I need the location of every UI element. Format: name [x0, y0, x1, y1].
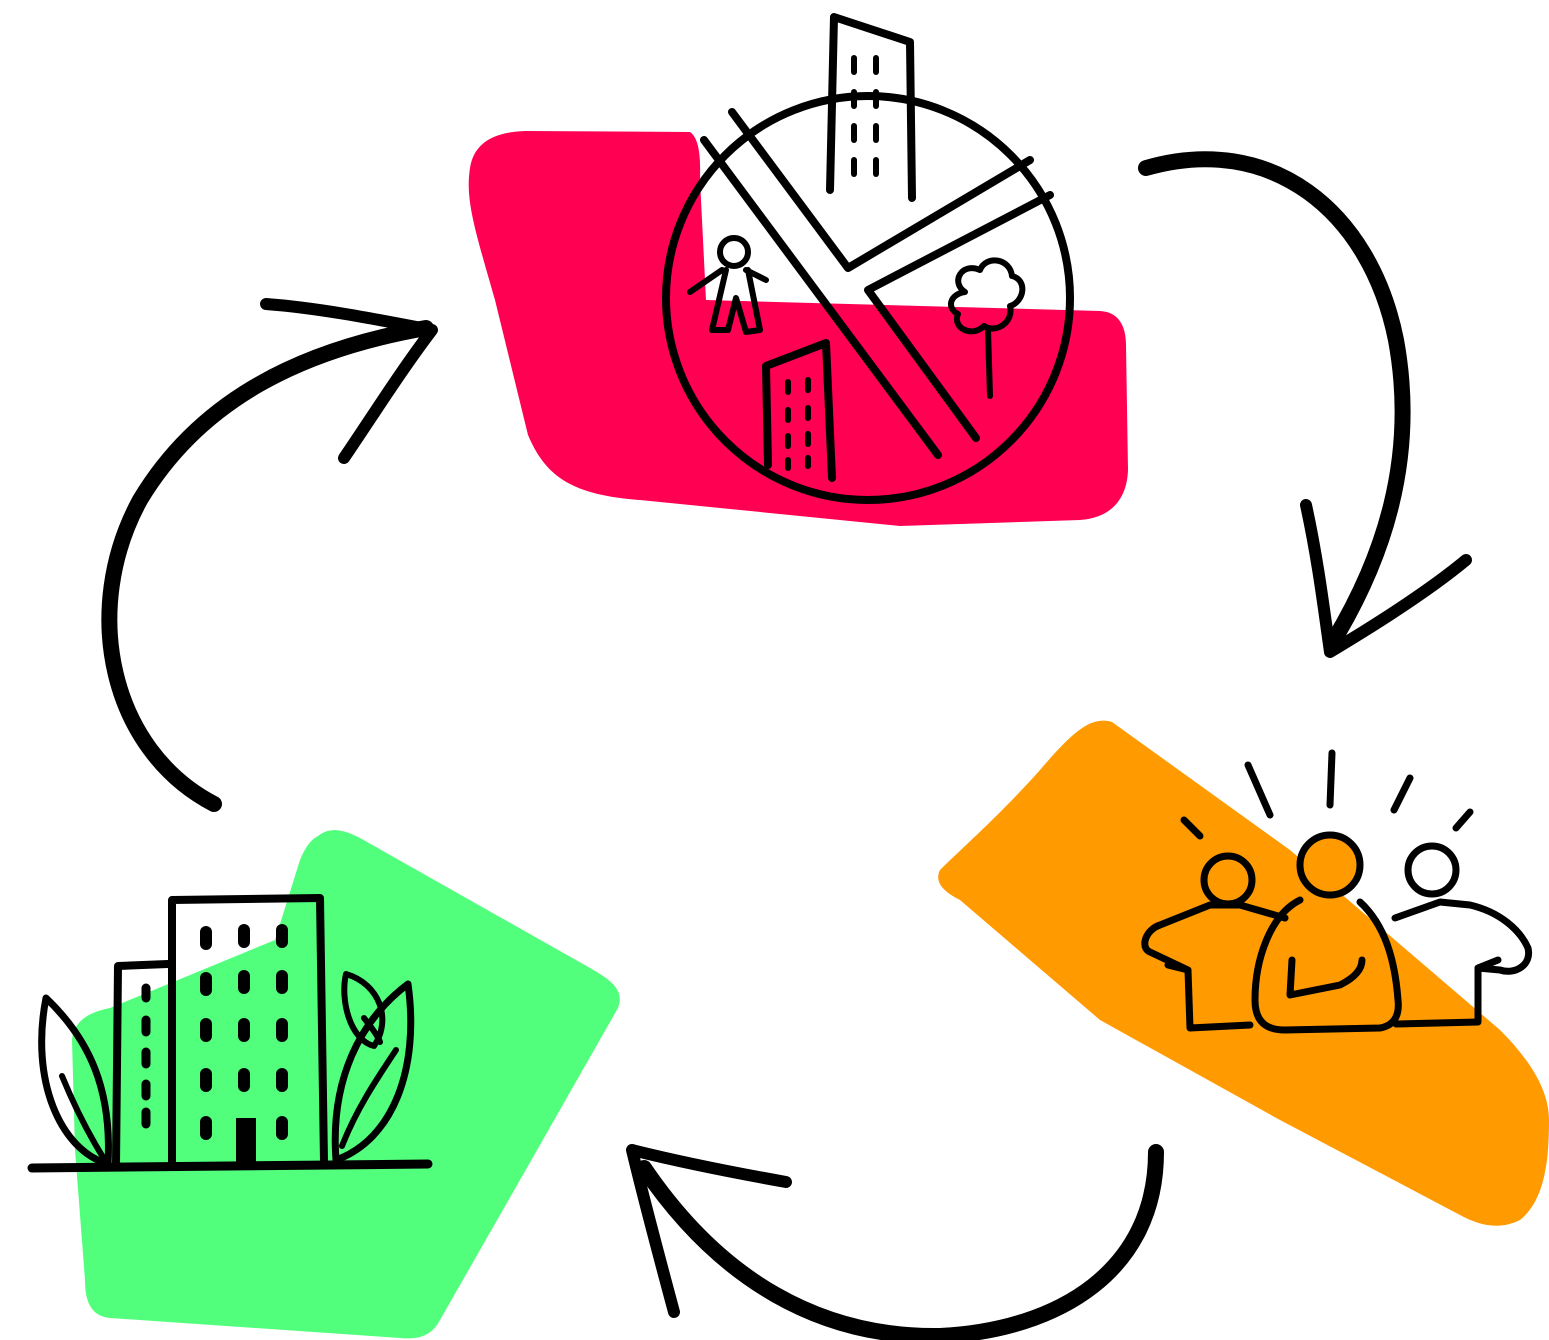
arrow-building-to-map [101, 298, 438, 812]
orange-highlight-blob [938, 720, 1549, 1226]
node-green-building [27, 830, 620, 1339]
node-community [938, 720, 1549, 1226]
people-group-icon [1141, 749, 1533, 1034]
city-map-icon [662, 13, 1074, 504]
arrow-map-to-community [1138, 151, 1472, 658]
green-highlight-blob [72, 830, 620, 1339]
green-building-icon [27, 894, 433, 1173]
pink-highlight-blob [468, 131, 1128, 526]
node-urban-planning [468, 13, 1128, 526]
arrow-community-to-building [626, 1144, 1164, 1340]
